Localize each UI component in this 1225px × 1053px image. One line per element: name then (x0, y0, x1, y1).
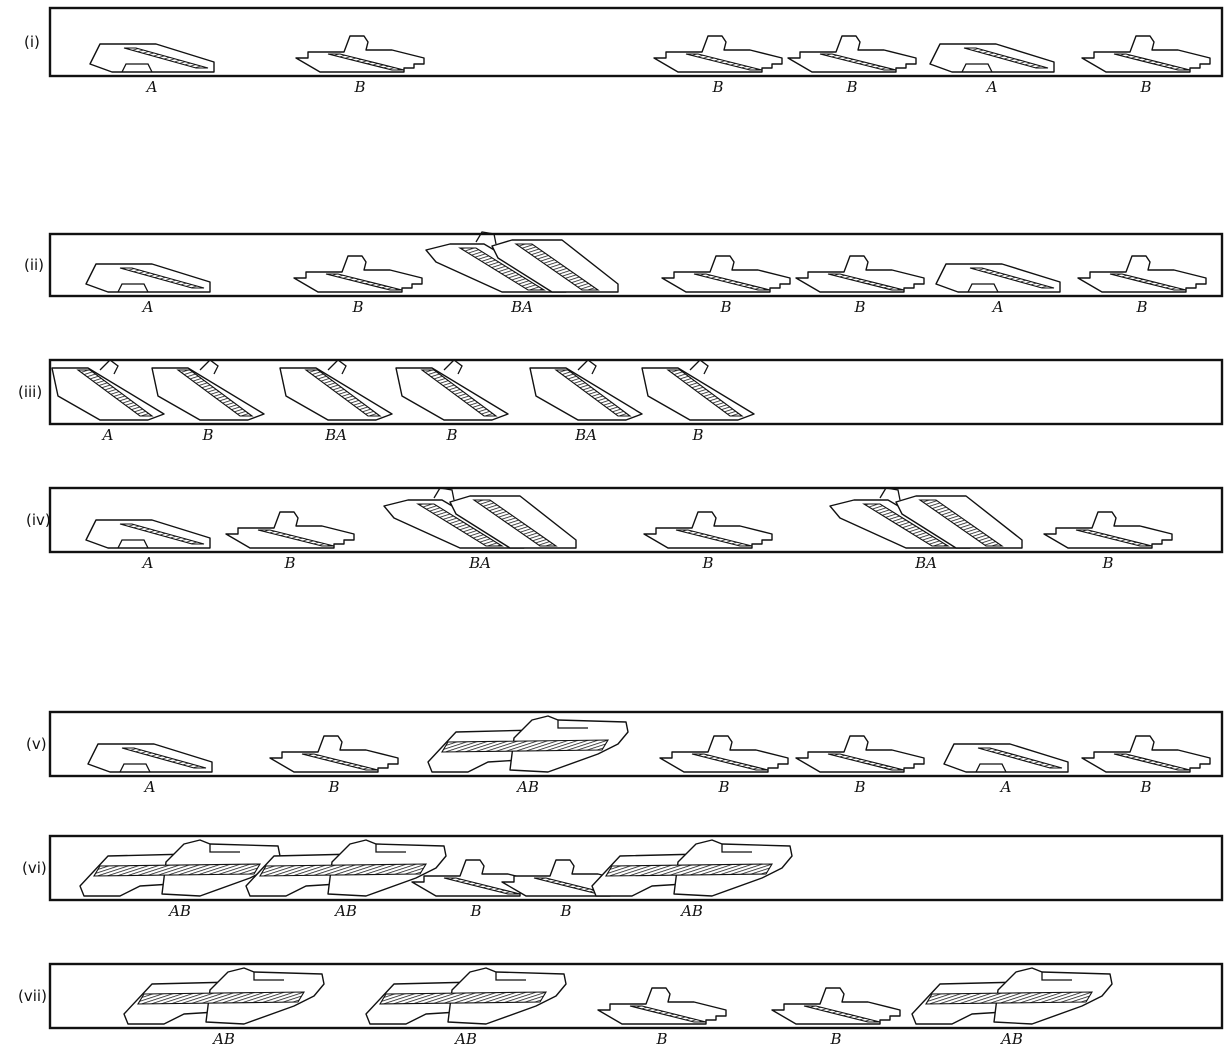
row-6: (vi) AB AB B B AB (22, 836, 1222, 920)
piece-label: B (327, 778, 339, 796)
row-label: (iv) (26, 511, 51, 529)
piece-b-shape (660, 736, 788, 772)
piece-label: A (101, 426, 114, 444)
piece-b-shape (796, 736, 924, 772)
row-label: (i) (24, 33, 40, 51)
row-label: (ii) (24, 256, 44, 274)
piece-b-shape (270, 736, 398, 772)
piece-label: B (719, 298, 731, 316)
piece-label: B (1135, 298, 1147, 316)
piece-t-shape (152, 360, 264, 420)
piece-label: A (999, 778, 1012, 796)
piece-label: A (991, 298, 1004, 316)
piece-b-shape (296, 36, 424, 72)
piece-t-shape (642, 360, 754, 420)
piece-label: AB (333, 902, 357, 920)
row-label: (vi) (22, 859, 47, 877)
piece-b-shape (1078, 256, 1206, 292)
piece-ba-shape (426, 232, 618, 292)
piece-ab-shape (592, 840, 792, 896)
piece-t-shape (530, 360, 642, 420)
piece-label: AB (999, 1030, 1023, 1048)
piece-label: B (1101, 554, 1113, 572)
piece-label: BA (574, 426, 597, 444)
piece-ab-shape (428, 716, 628, 772)
row-7: (vii) AB AB B B AB (18, 964, 1222, 1048)
piece-label: B (353, 78, 365, 96)
piece-label: B (1139, 78, 1151, 96)
piece-b-shape (654, 36, 782, 72)
piece-b-shape (1044, 512, 1172, 548)
piece-a-shape (930, 44, 1054, 72)
piece-label: B (853, 298, 865, 316)
piece-label: A (143, 778, 156, 796)
piece-a-shape (90, 44, 214, 72)
row-2: (ii)ABBABBAB (24, 232, 1222, 316)
piece-a-shape (936, 264, 1060, 292)
row-1: (i) A B B B A B (24, 8, 1222, 96)
piece-b-shape (1082, 736, 1210, 772)
piece-label: B (469, 902, 481, 920)
piece-label: B (711, 78, 723, 96)
piece-t-shape (52, 360, 164, 420)
piece-label: B (559, 902, 571, 920)
piece-b-shape (226, 512, 354, 548)
row-label: (iii) (18, 383, 42, 401)
piece-b-shape (788, 36, 916, 72)
piece-b-shape (598, 988, 726, 1024)
row-label: (v) (26, 735, 47, 753)
piece-t-shape (396, 360, 508, 420)
piece-label: B (845, 78, 857, 96)
piece-b-shape (662, 256, 790, 292)
piece-ab-shape (912, 968, 1112, 1024)
piece-b-shape (796, 256, 924, 292)
piece-label: AB (211, 1030, 235, 1048)
piece-ab-shape (366, 968, 566, 1024)
row-4: (iv) A B BA B BA B (26, 488, 1222, 572)
piece-label: B (701, 554, 713, 572)
piece-ba-shape (830, 488, 1022, 548)
piece-a-shape (86, 264, 210, 292)
piece-b-shape (772, 988, 900, 1024)
piece-b-shape (644, 512, 772, 548)
piece-b-shape (294, 256, 422, 292)
piece-label: B (283, 554, 295, 572)
piece-a-shape (88, 744, 212, 772)
piece-label: BA (324, 426, 347, 444)
piece-label: BA (468, 554, 491, 572)
row-frame (50, 488, 1222, 552)
row-3: (iii) A B BA B BA B (18, 360, 1222, 444)
piece-a-shape (86, 520, 210, 548)
piece-label: B (691, 426, 703, 444)
piece-label: A (141, 298, 154, 316)
piece-label: B (655, 1030, 667, 1048)
row-label: (vii) (18, 987, 47, 1005)
piece-ba-shape (384, 488, 576, 548)
piece-label: AB (453, 1030, 477, 1048)
piece-label: A (145, 78, 158, 96)
piece-ab-shape (124, 968, 324, 1024)
piece-label: A (985, 78, 998, 96)
piece-label: AB (515, 778, 539, 796)
piece-label: B (853, 778, 865, 796)
piece-label: B (717, 778, 729, 796)
piece-label: AB (679, 902, 703, 920)
piece-label: A (141, 554, 154, 572)
piece-a-shape (944, 744, 1068, 772)
piece-label: AB (167, 902, 191, 920)
piece-label: B (445, 426, 457, 444)
piece-label: B (351, 298, 363, 316)
piece-label: BA (914, 554, 937, 572)
piece-b-shape (1082, 36, 1210, 72)
piece-t-shape (280, 360, 392, 420)
piece-label: BA (510, 298, 533, 316)
piece-label: B (829, 1030, 841, 1048)
piece-label: B (1139, 778, 1151, 796)
piece-label: B (201, 426, 213, 444)
